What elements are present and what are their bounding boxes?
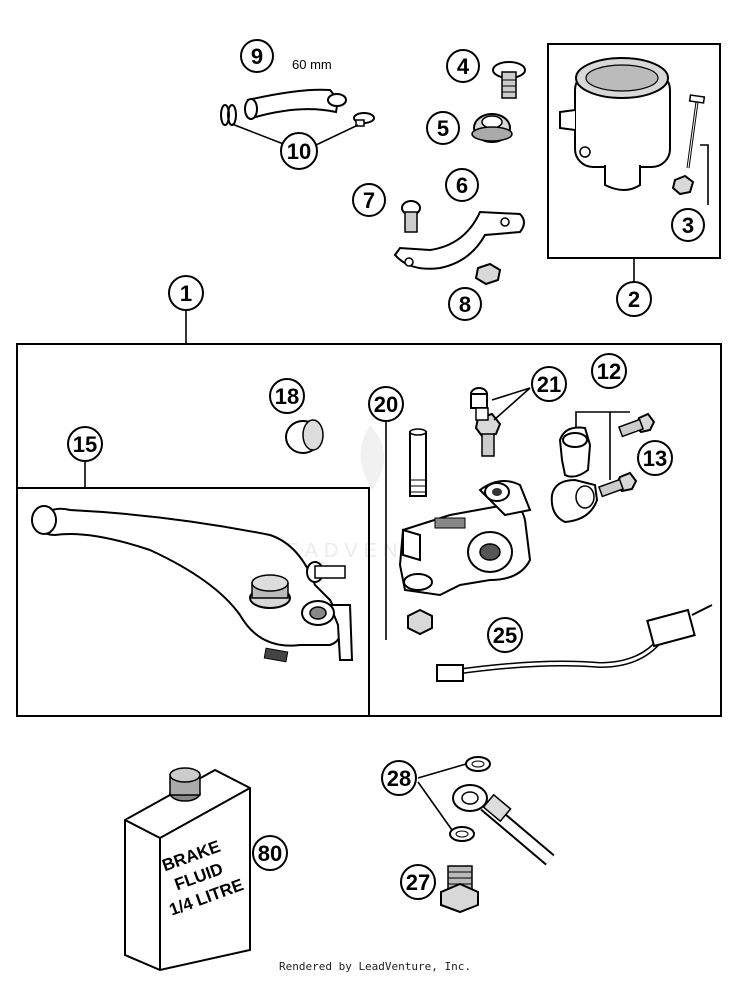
- svg-text:4: 4: [457, 54, 470, 79]
- svg-text:7: 7: [363, 188, 375, 213]
- callout-25: 25: [487, 617, 523, 653]
- svg-text:3: 3: [682, 213, 694, 238]
- master-cylinder-body: [398, 480, 532, 597]
- svg-text:28: 28: [387, 766, 411, 791]
- svg-text:20: 20: [374, 392, 398, 417]
- callout-4: 4: [446, 49, 480, 83]
- callout-7: 7: [352, 183, 386, 217]
- lever-box: [16, 487, 370, 717]
- clamp-bolt-upper: [617, 412, 656, 438]
- svg-text:80: 80: [258, 841, 282, 866]
- render-credit: Rendered by LeadVenture, Inc.: [278, 960, 472, 973]
- bracket-screw: [401, 200, 421, 233]
- rubber-grommet: [471, 113, 513, 143]
- hose-length-label: 60 mm: [292, 57, 332, 72]
- sealing-washer-lower: [449, 826, 475, 842]
- svg-text:5: 5: [437, 116, 449, 141]
- brake-light-switch: [436, 604, 713, 682]
- leader-3: [700, 144, 709, 205]
- callout-13: 13: [637, 440, 673, 476]
- callout-3: 3: [671, 208, 705, 242]
- callout-15: 15: [67, 426, 103, 462]
- hose-part: [244, 88, 347, 120]
- lever-set-screw: [263, 647, 289, 663]
- reservoir-bracket: [393, 210, 525, 270]
- svg-text:9: 9: [251, 44, 263, 69]
- banjo-bolt: [440, 865, 479, 914]
- brake-hose-banjo: [452, 784, 555, 866]
- lever-adjuster-knob: [249, 574, 291, 609]
- svg-text:6: 6: [456, 173, 468, 198]
- callout-12: 12: [591, 353, 627, 389]
- callout-27: 27: [400, 864, 436, 900]
- svg-text:2: 2: [628, 287, 640, 312]
- callout-18: 18: [269, 378, 305, 414]
- bellows-seal: [285, 419, 324, 454]
- lever-bushing: [301, 600, 335, 626]
- svg-text:8: 8: [459, 292, 471, 317]
- bracket-nut: [474, 262, 502, 286]
- callout-6: 6: [445, 168, 479, 202]
- callout-28: 28: [381, 760, 417, 796]
- callout-2: 2: [616, 281, 652, 317]
- svg-text:27: 27: [406, 870, 430, 895]
- handlebar-clamp: [550, 426, 599, 524]
- callout-10: 10: [280, 132, 318, 170]
- svg-text:21: 21: [537, 372, 561, 397]
- svg-text:1: 1: [180, 281, 192, 306]
- push-rod-nut: [407, 608, 433, 636]
- svg-text:10: 10: [287, 139, 311, 164]
- callout-9: 9: [240, 39, 274, 73]
- reservoir-screw: [671, 94, 706, 196]
- lever-pivot-bolt: [306, 561, 346, 583]
- clamp-bolt-lower: [597, 471, 638, 498]
- reservoir-cap-screw: [492, 61, 526, 99]
- sealing-washer-upper: [465, 756, 491, 772]
- hose-clamp-right: [353, 112, 375, 127]
- bleed-valve: [474, 407, 502, 457]
- hose-clamp-left: [220, 104, 237, 126]
- svg-text:13: 13: [643, 446, 667, 471]
- svg-text:18: 18: [275, 384, 299, 409]
- callout-1: 1: [168, 275, 204, 311]
- brake-fluid-bottle: BRAKE FLUID 1/4 LITRE: [124, 767, 251, 972]
- svg-text:12: 12: [597, 359, 621, 384]
- callout-8: 8: [448, 287, 482, 321]
- reservoir-part: [559, 57, 671, 191]
- callout-20: 20: [368, 386, 404, 422]
- hand-lever: [31, 505, 354, 661]
- callout-5: 5: [426, 111, 460, 145]
- callout-80: 80: [252, 835, 288, 871]
- svg-text:15: 15: [73, 432, 97, 457]
- svg-text:25: 25: [493, 623, 517, 648]
- callout-21: 21: [531, 366, 567, 402]
- bleed-valve-cap: [470, 387, 488, 409]
- push-rod: [409, 428, 427, 497]
